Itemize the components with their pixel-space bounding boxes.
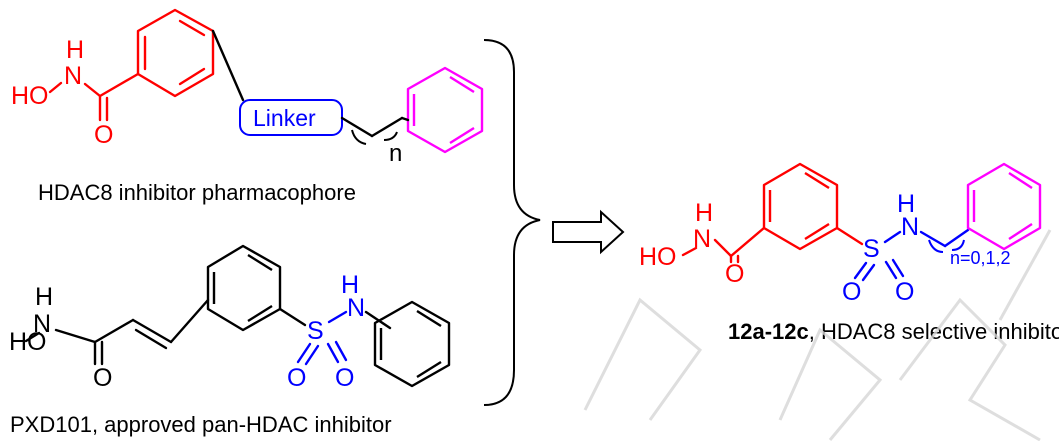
pharmacophore-structure: H N HO O Linker n HDAC8 inhibitor ph xyxy=(11,8,484,205)
pharmacophore-caption: HDAC8 inhibitor pharmacophore xyxy=(38,180,356,205)
pharmacophore-hydroxamate: H N HO O xyxy=(11,36,140,149)
repeat-n-label: n xyxy=(389,140,402,167)
pxd101-atom-h: H xyxy=(35,283,53,311)
product-repeat-label: n=0,1,2 xyxy=(950,248,1011,268)
pharmacophore-atom-h: H xyxy=(66,36,84,64)
product-atom-o2: O xyxy=(842,278,861,306)
product-atom-n: N xyxy=(693,225,711,253)
design-arrow xyxy=(552,209,625,255)
product-atom-o3: O xyxy=(895,278,914,306)
pxd101-atom-o2: O xyxy=(287,364,306,392)
product-caption: 12a-12c, HDAC8 selective inhibitors xyxy=(728,319,1059,344)
pxd101-atom-nh-h: H xyxy=(341,271,359,299)
pxd101-atom-o: O xyxy=(93,364,112,392)
product-caption-compounds: 12a-12c xyxy=(728,319,809,344)
pxd101-atom-n: N xyxy=(33,310,51,338)
pharmacophore-atom-o: O xyxy=(94,121,113,149)
pharmacophore-repeat-chain: n xyxy=(340,116,404,167)
product-atom-o: O xyxy=(725,260,744,288)
pharmacophore-benzene-ring xyxy=(136,8,215,98)
product-sulfonamide: S O O H N xyxy=(835,190,919,306)
product-repeat-chain: n=0,1,2 xyxy=(919,228,1011,268)
pxd101-atom-ho: HO xyxy=(9,328,47,356)
product-atom-nh-n: N xyxy=(901,213,919,241)
product-caption-description: , HDAC8 selective inhibitors xyxy=(809,319,1059,344)
pxd101-structure: H N HO O S O O xyxy=(9,244,451,437)
product-atom-s: S xyxy=(863,235,880,263)
product-atom-ho: HO xyxy=(639,243,677,271)
pharmacophore-atom-n: N xyxy=(64,62,82,90)
pxd101-alkene xyxy=(93,298,210,350)
product-phenyl-ring xyxy=(966,162,1042,251)
pxd101-atom-nh-n: N xyxy=(347,294,365,322)
pxd101-atom-s: S xyxy=(307,317,324,345)
pxd101-atom-o3: O xyxy=(335,364,354,392)
product-benzene-ring xyxy=(762,162,839,251)
linker-label: Linker xyxy=(253,105,316,131)
product-hydroxamate: H N HO O xyxy=(639,199,766,288)
product-structure: H N HO O S O O H N xyxy=(639,162,1059,344)
pxd101-benzene-ring xyxy=(206,244,282,332)
pxd101-phenyl-ring xyxy=(373,300,451,388)
pxd101-caption: PXD101, approved pan-HDAC inhibitor xyxy=(10,412,392,437)
linker-box: Linker xyxy=(239,99,343,136)
pharmacophore-phenyl-ring xyxy=(400,66,484,154)
product-atom-h: H xyxy=(695,199,713,227)
pxd101-hydroxamate: H N HO O xyxy=(9,283,112,392)
pharmacophore-atom-ho: HO xyxy=(11,82,49,110)
product-atom-nh-h: H xyxy=(897,190,915,218)
combine-brace xyxy=(483,39,541,406)
pxd101-sulfonamide: S O O H N xyxy=(278,271,392,392)
